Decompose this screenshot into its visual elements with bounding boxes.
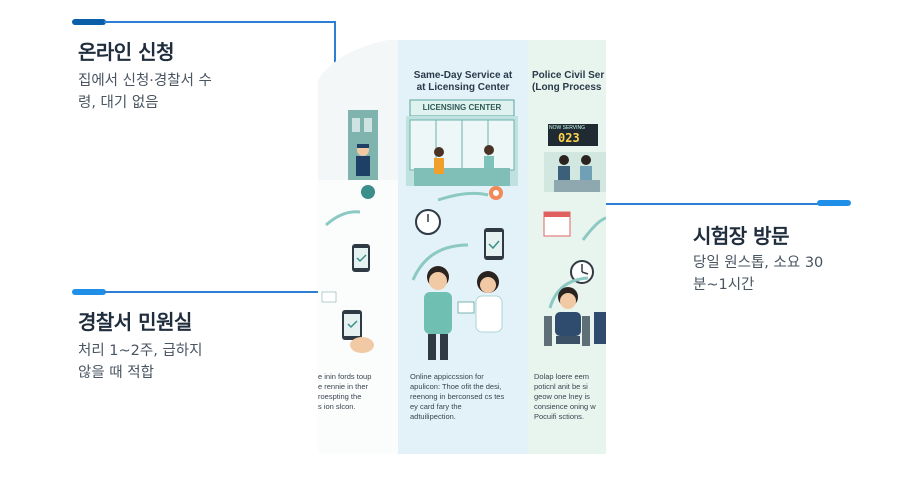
right-panel <box>528 40 606 454</box>
center-caption-line5: adtuilipection. <box>410 412 456 421</box>
right-header-line1: Police Civil Ser <box>532 70 605 81</box>
left-caption: e inin fords toup e rennie in ther roesp… <box>318 372 398 412</box>
counter-display <box>548 124 598 146</box>
exam-title: 시험장 방문 <box>693 224 789 248</box>
exam-desc-line1: 당일 원스톱, 소요 30 <box>693 255 824 271</box>
online-desc-line2: 령, 대기 없음 <box>78 95 159 111</box>
right-caption: Dolap loere eem poticnl anit be si geow … <box>534 372 606 422</box>
arrow-icon <box>325 210 361 227</box>
counter-number: 023 <box>558 131 580 145</box>
right-header-line2: (Long Process <box>532 82 602 93</box>
online-desc-line1: 집에서 신청·경찰서 수 <box>78 73 212 89</box>
center-caption-line2: apulicon: Thoe ofit the desi, <box>410 382 502 391</box>
police-desc: 처리 1~2주, 급하지 않을 때 적합 <box>78 340 202 384</box>
center-caption-line3: reenong in berconsed cs tes <box>410 392 505 401</box>
police-connector-h <box>104 291 320 293</box>
counter-label: NOW SERVING <box>549 125 586 131</box>
illustration-svg <box>318 40 606 454</box>
right-caption-line2: poticnl anit be si <box>534 382 588 391</box>
center-header-line1: Same-Day Service at <box>413 70 513 81</box>
online-desc: 집에서 신청·경찰서 수 령, 대기 없음 <box>78 70 212 114</box>
exam-connector-h <box>606 203 820 205</box>
online-connector-h <box>104 21 336 23</box>
exam-desc-line2: 분~1시간 <box>693 277 755 293</box>
police-title: 경찰서 민원실 <box>78 310 192 334</box>
center-caption-line4: ey card fary the <box>410 402 462 411</box>
left-caption-line4: s ion slcon. <box>318 402 356 411</box>
police-desc-line2: 않을 때 적합 <box>78 365 154 381</box>
right-caption-line1: Dolap loere eem <box>534 372 590 381</box>
pin-icon <box>361 185 375 199</box>
online-title: 온라인 신청 <box>78 40 174 64</box>
police-accent-bar <box>72 289 106 295</box>
online-accent-bar <box>72 19 106 25</box>
left-caption-line1: e inin fords toup <box>318 372 372 381</box>
left-caption-line3: roespting the <box>318 392 362 401</box>
licensing-sign: LICENSING CENTER <box>422 103 502 112</box>
left-panel <box>318 40 398 454</box>
right-caption-line3: geow one lney is <box>534 392 590 401</box>
right-panel-header: Police Civil Ser (Long Process <box>532 70 606 94</box>
left-caption-line2: e rennie in ther <box>318 382 369 391</box>
exam-accent-bar <box>817 200 851 206</box>
center-panel-header: Same-Day Service at at Licensing Center <box>398 70 528 94</box>
center-panel <box>398 40 528 454</box>
right-caption-line4: consience oning w <box>534 402 596 411</box>
police-desc-line1: 처리 1~2주, 급하지 <box>78 343 203 359</box>
center-header-line2: at Licensing Center <box>416 82 510 93</box>
exam-desc: 당일 원스톱, 소요 30 분~1시간 <box>693 252 823 296</box>
right-caption-line5: Pocuifi sctions. <box>534 412 585 421</box>
center-caption: Online appiccssion for apulicon: Thoe of… <box>410 372 528 422</box>
center-caption-line1: Online appiccssion for <box>410 372 484 381</box>
illustration: Same-Day Service at at Licensing Center … <box>318 40 606 454</box>
